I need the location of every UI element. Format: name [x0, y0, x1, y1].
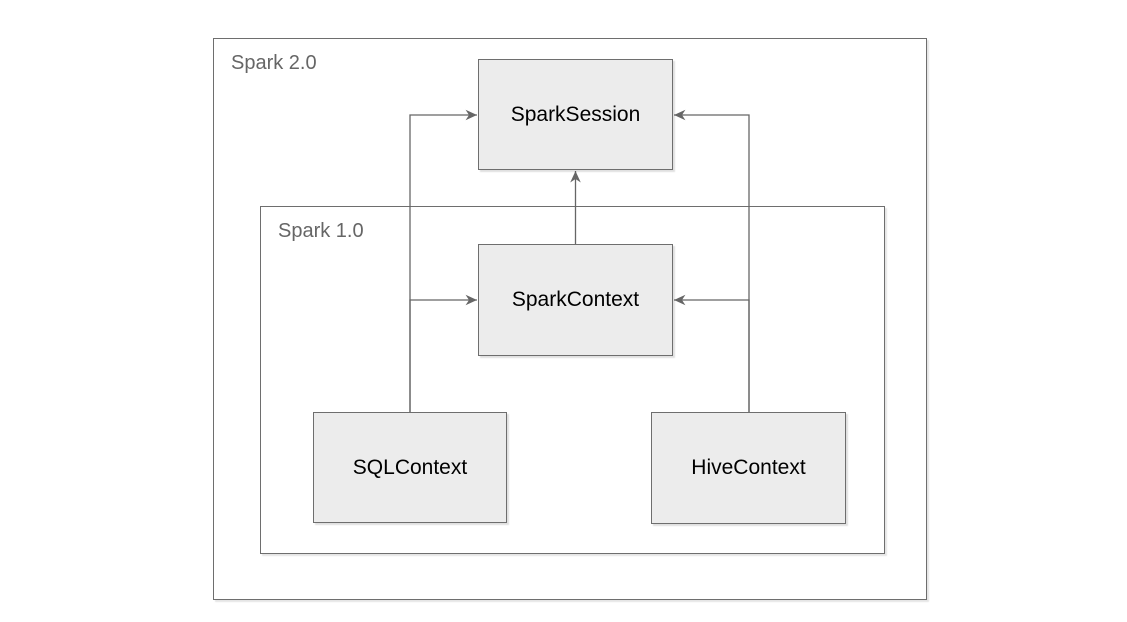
- container-spark-2-0: Spark 2.0: [213, 38, 927, 600]
- node-hivecontext: HiveContext: [651, 412, 846, 524]
- node-sqlcontext: SQLContext: [313, 412, 507, 523]
- node-sparkcontext-label: SparkContext: [511, 288, 640, 311]
- node-sparksession-label: SparkSession: [510, 102, 641, 126]
- node-sqlcontext-label: SQLContext: [352, 455, 468, 479]
- node-hivecontext-label: HiveContext: [691, 456, 806, 479]
- node-sparksession: SparkSession: [478, 59, 673, 170]
- container-spark-2-0-label: Spark 2.0: [231, 52, 317, 74]
- container-spark-1-0: Spark 1.0: [260, 206, 885, 554]
- node-sparkcontext: SparkContext: [478, 244, 673, 356]
- container-spark-1-0-label: Spark 1.0: [278, 220, 364, 242]
